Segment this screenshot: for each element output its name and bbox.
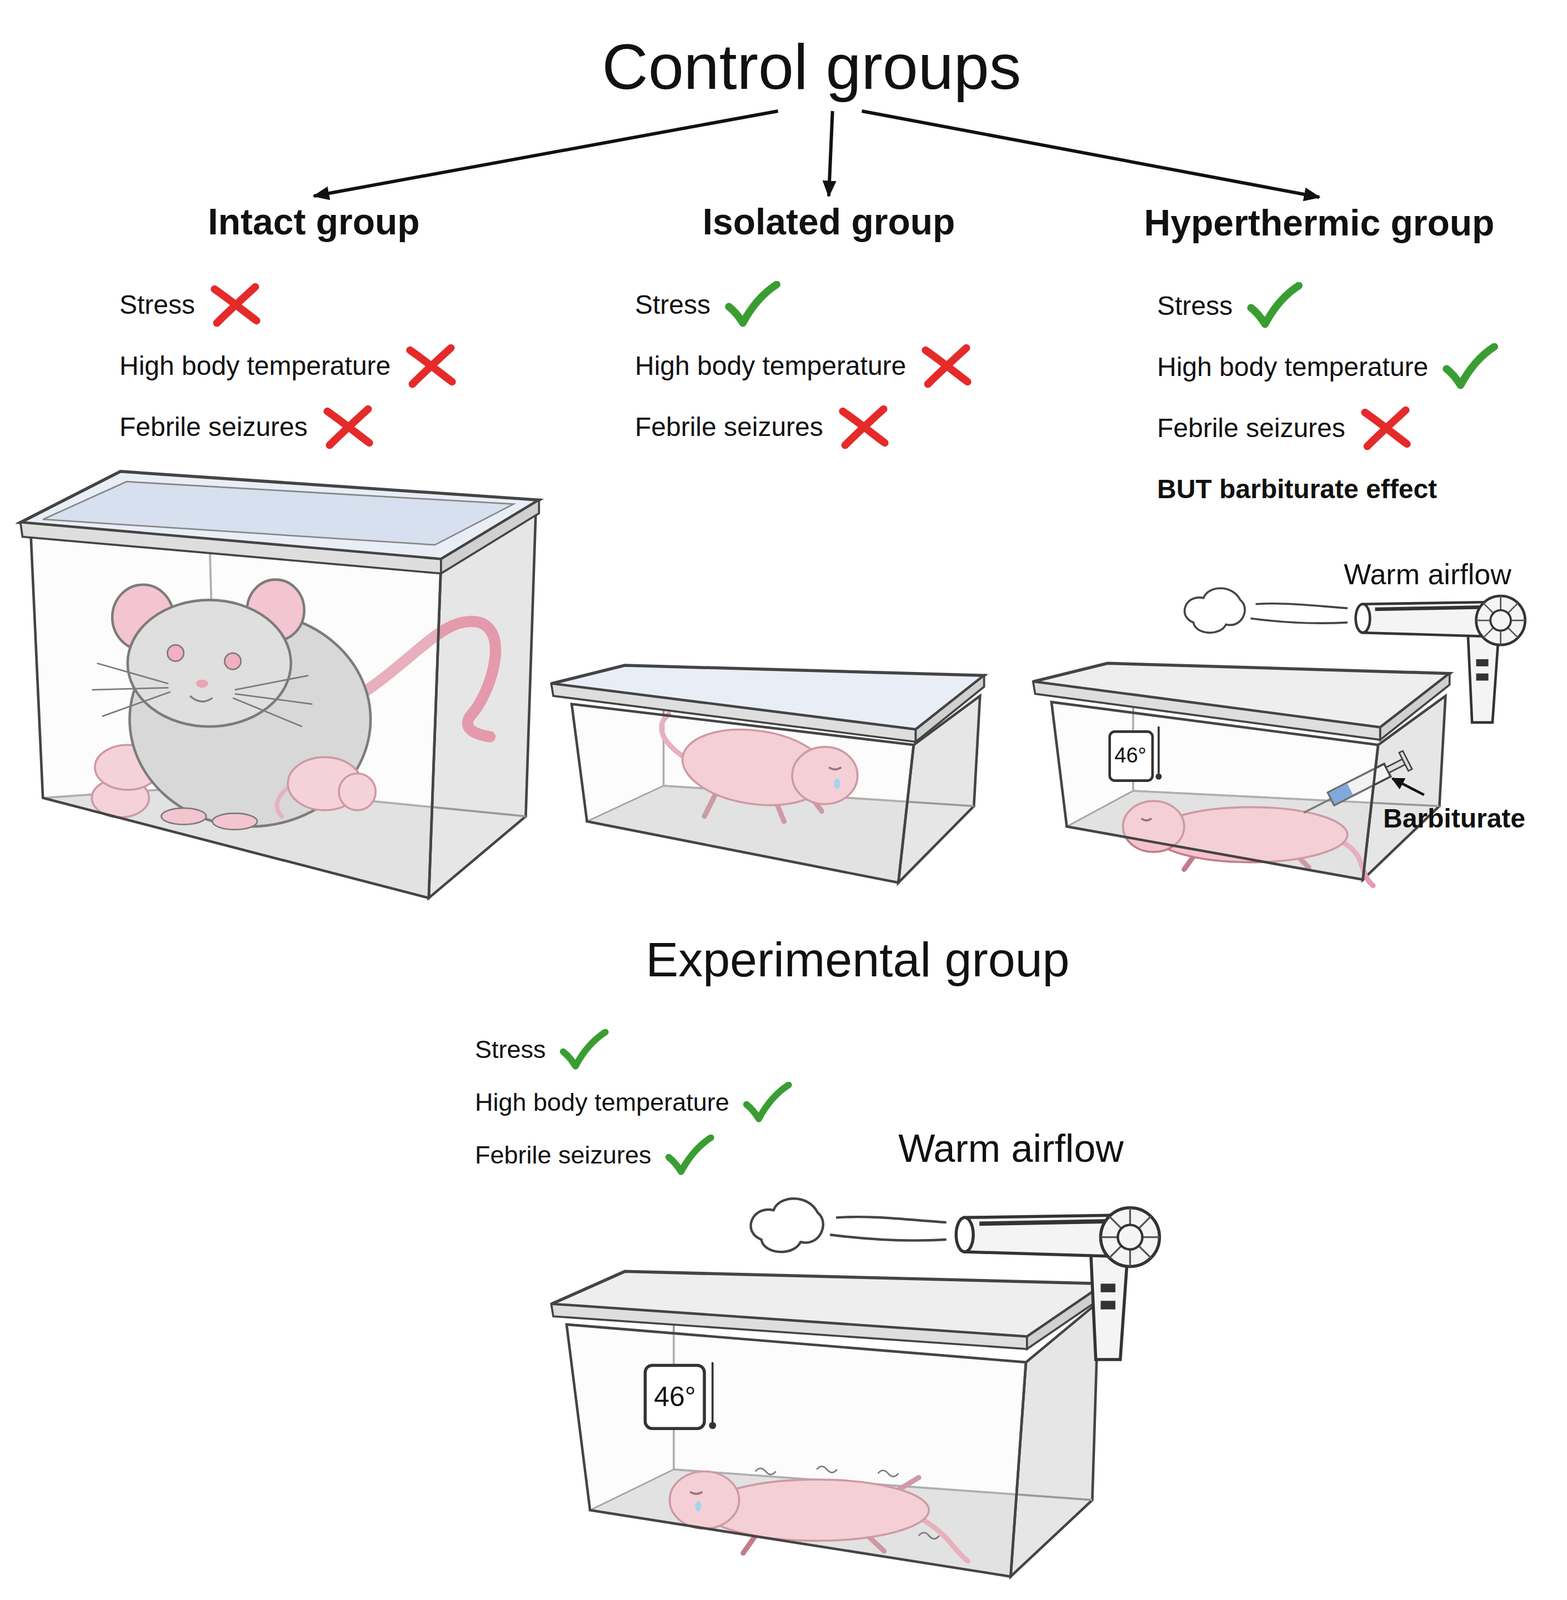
criterion-row: Stress — [108, 273, 520, 335]
criterion-row: High body temperature — [627, 334, 1030, 397]
criterion-text: High body temperature — [119, 350, 391, 382]
group-heading: Intact group — [108, 199, 520, 244]
cross-mark — [1355, 404, 1417, 452]
airflow-label: Warm airflow — [898, 1126, 1124, 1172]
root-title: Control groups — [602, 29, 1021, 104]
cross-mark — [317, 403, 379, 450]
criterion-text: Stress — [119, 289, 195, 320]
isolated-cage — [551, 665, 984, 883]
check-mark — [661, 1134, 715, 1176]
cage-front — [566, 1324, 1026, 1577]
thermometer-display — [1109, 731, 1153, 781]
leader-arrow — [1392, 778, 1425, 795]
check-stroke — [746, 1084, 789, 1119]
temperature-readout: 46° — [653, 1381, 697, 1414]
check-mark — [720, 281, 782, 328]
cross-stroke — [1364, 410, 1408, 447]
check-mark — [739, 1082, 793, 1124]
criterion-text: BUT barbiturate effect — [1157, 473, 1438, 505]
criterion-text: High body temperature — [1157, 351, 1429, 383]
thermometer-bulb — [1155, 773, 1162, 780]
group-heading: Isolated group — [627, 199, 1030, 244]
thermometer-probe — [711, 1362, 714, 1423]
cross-stroke — [214, 287, 257, 324]
cross-stroke — [842, 409, 885, 446]
group-panel: Intact groupStressHigh body temperatureF… — [108, 199, 520, 458]
cage-lid-rim — [915, 675, 984, 742]
drug-label: Barbiturate — [1383, 803, 1526, 834]
cross-stroke — [925, 348, 968, 385]
cage-front — [30, 530, 442, 898]
check-stroke — [562, 1032, 605, 1066]
hair-dryer — [751, 1198, 1160, 1360]
cross-mark — [833, 403, 895, 450]
group-heading: Hyperthermic group — [1108, 200, 1531, 245]
criterion-row: BUT barbiturate effect — [1108, 458, 1531, 520]
cage-lid-rim — [551, 1304, 1027, 1350]
cross-mark — [915, 342, 978, 389]
group-heading: Experimental group — [468, 932, 1247, 988]
syringe-plunger — [1385, 759, 1405, 774]
criterion-row: Febrile seizures — [468, 1128, 1247, 1182]
airflow-label: Warm airflow — [1343, 558, 1511, 592]
syringe-plunger-end — [1399, 751, 1413, 772]
cross-stroke — [409, 348, 453, 385]
cross-mark — [400, 342, 462, 389]
check-stroke — [1250, 285, 1299, 324]
group-panel: Hyperthermic groupStressHigh body temper… — [1108, 200, 1531, 520]
criterion-text: Febrile seizures — [119, 411, 308, 443]
criterion-row: Stress — [1108, 274, 1531, 337]
check-stroke — [728, 284, 777, 323]
criterion-text: Febrile seizures — [1157, 412, 1346, 444]
criterion-text: Stress — [474, 1035, 547, 1065]
cross-stroke — [327, 409, 370, 446]
hyperthermic-cage — [1033, 588, 1526, 886]
connector-arrow — [828, 111, 833, 197]
check-mark — [556, 1029, 610, 1071]
experimental-cage — [551, 1198, 1160, 1577]
cross-mark — [204, 281, 267, 328]
check-stroke — [668, 1137, 711, 1172]
criterion-row: Febrile seizures — [108, 396, 520, 458]
criterion-text: Stress — [1157, 290, 1233, 322]
thermometer-probe — [1157, 726, 1160, 774]
criterion-text: Stress — [634, 289, 711, 320]
cage-lid-rim — [551, 683, 916, 743]
hair-dryer — [1184, 588, 1526, 723]
criterion-row: Febrile seizures — [1108, 397, 1531, 459]
criterion-text: Febrile seizures — [474, 1140, 652, 1170]
criterion-text: Febrile seizures — [634, 411, 824, 443]
criterion-row: Febrile seizures — [627, 396, 1030, 458]
connector-arrow — [862, 111, 1320, 198]
check-stroke — [1446, 346, 1495, 385]
check-mark — [1438, 343, 1500, 390]
criterion-row: High body temperature — [1108, 336, 1531, 398]
thermometer-bulb — [708, 1422, 717, 1430]
cage-lid-rim — [1380, 673, 1450, 740]
group-panel: Experimental groupStressHigh body temper… — [468, 932, 1247, 1182]
check-mark — [1242, 282, 1304, 329]
criterion-row: High body temperature — [108, 334, 520, 397]
temperature-readout: 46° — [1114, 743, 1146, 769]
group-panel: Isolated groupStressHigh body temperatur… — [627, 199, 1030, 458]
intact-cage — [20, 471, 540, 899]
criterion-text: High body temperature — [634, 350, 906, 382]
criterion-row: High body temperature — [468, 1075, 1247, 1129]
criterion-row: Stress — [468, 1023, 1247, 1076]
root-node: Control groups — [602, 29, 1021, 104]
criterion-row: Stress — [627, 273, 1030, 335]
criterion-text: High body temperature — [474, 1088, 730, 1118]
cage-lid-rim — [20, 522, 442, 574]
cage-lid-rim — [441, 499, 539, 574]
connector-arrow — [313, 111, 779, 197]
cage-lid-rim — [1033, 681, 1381, 740]
thermometer-display — [644, 1365, 705, 1429]
